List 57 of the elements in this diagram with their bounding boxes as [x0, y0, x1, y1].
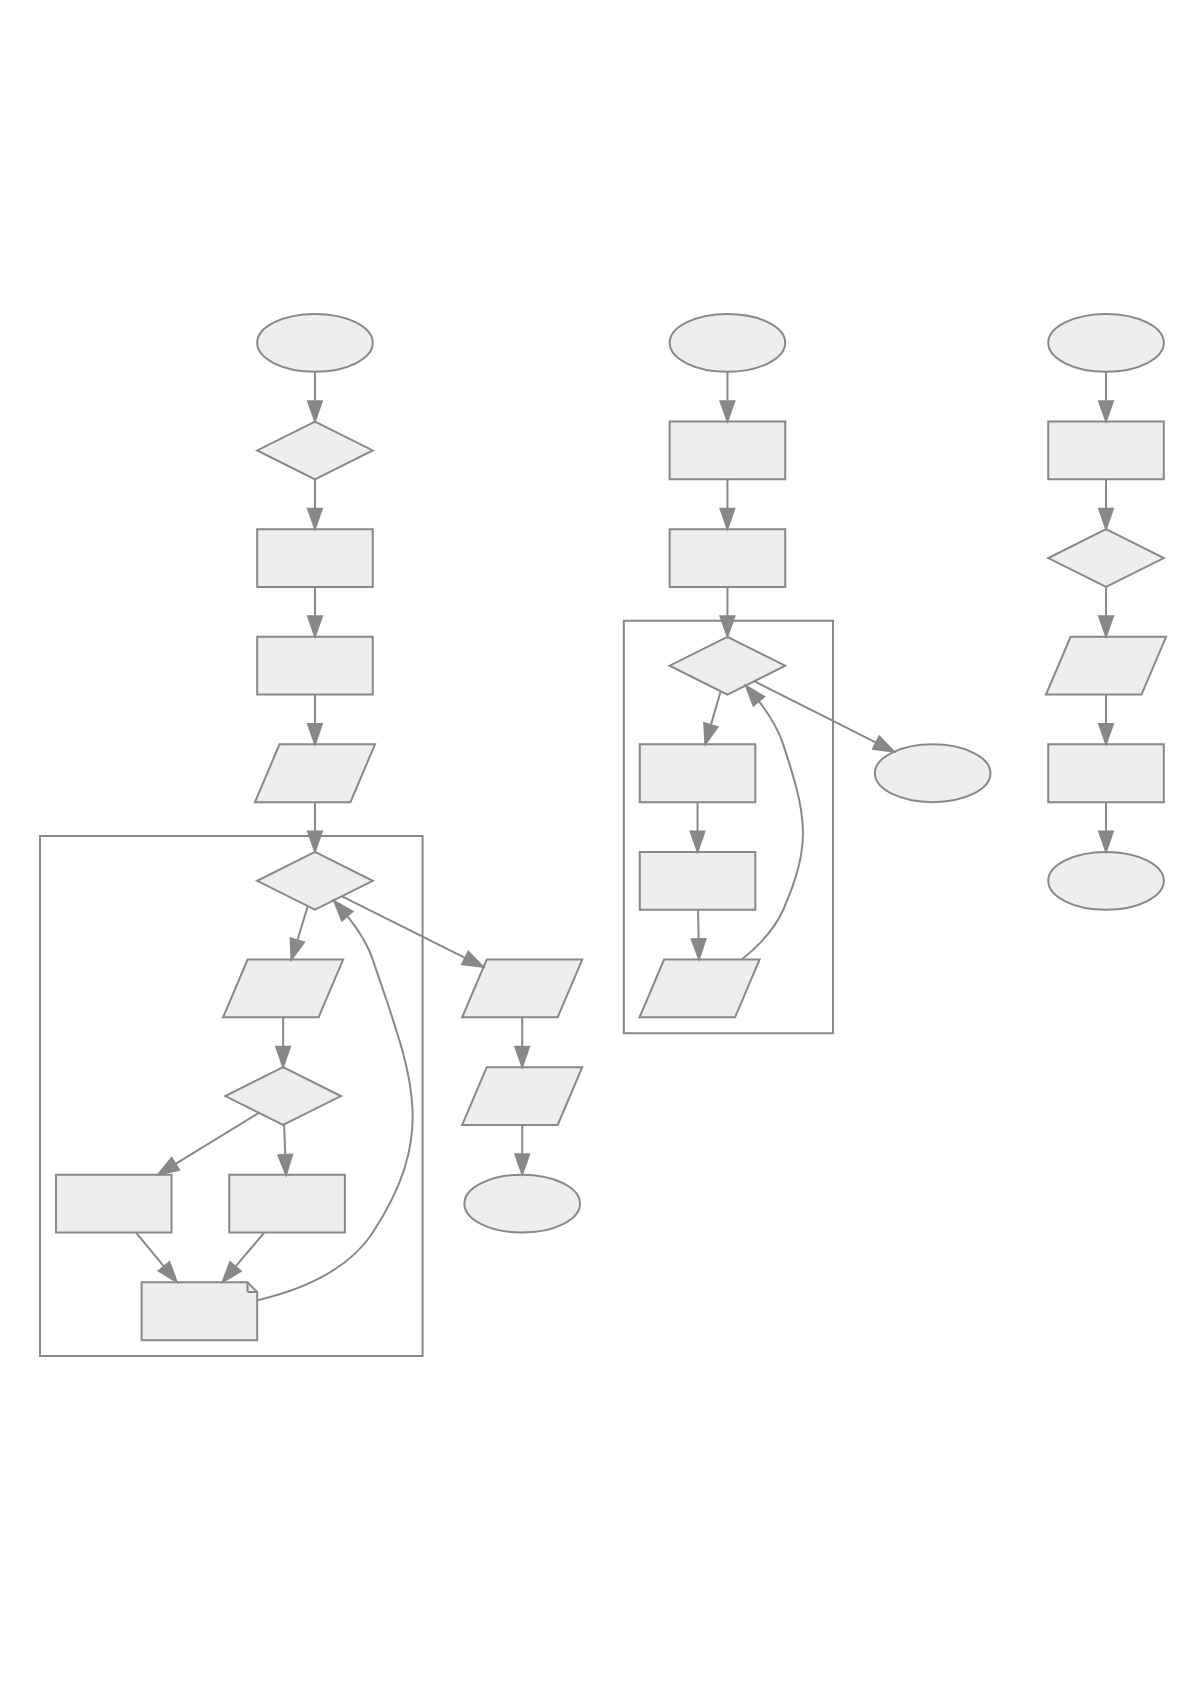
- node-diamond: [254, 419, 375, 480]
- arrow: [513, 1123, 531, 1177]
- node-ellipse: [1047, 849, 1165, 910]
- arrow: [256, 897, 414, 1301]
- node-box: [228, 1172, 346, 1233]
- arrow: [719, 585, 736, 639]
- node-diamond: [1046, 527, 1167, 588]
- arrow: [719, 477, 736, 531]
- node-parallelogram: [638, 957, 762, 1018]
- node-ellipse: [256, 311, 374, 372]
- cluster: [39, 834, 424, 1357]
- arrow: [1097, 370, 1115, 424]
- arrow: [703, 689, 722, 747]
- arrow: [306, 692, 324, 746]
- node-box: [1047, 419, 1165, 480]
- arrow: [1097, 477, 1115, 531]
- arrow: [753, 679, 897, 753]
- node-parallelogram: [1044, 634, 1168, 695]
- arrow: [155, 1110, 260, 1175]
- node-ellipse: [668, 311, 787, 372]
- arrow: [1097, 800, 1115, 854]
- node-box: [1047, 742, 1165, 803]
- node-box: [256, 634, 374, 695]
- cluster: [622, 618, 835, 1034]
- arrow: [513, 1015, 531, 1069]
- node-parallelogram: [253, 742, 377, 803]
- node-box: [638, 742, 757, 803]
- arrow: [274, 1015, 292, 1069]
- node-box: [668, 527, 787, 587]
- node-box: [638, 849, 757, 910]
- node-box: [256, 527, 374, 587]
- node-box: [668, 419, 787, 480]
- arrow: [690, 908, 707, 962]
- arrow: [719, 370, 736, 424]
- arrow: [289, 904, 309, 962]
- arrow: [341, 894, 486, 968]
- node-parallelogram: [221, 957, 345, 1018]
- arrow: [306, 585, 324, 639]
- node-diamond: [223, 1065, 344, 1126]
- arrow: [306, 370, 324, 424]
- arrow: [135, 1230, 179, 1284]
- arrow: [740, 682, 804, 960]
- node-diamond: [667, 634, 788, 695]
- node-parallelogram: [460, 1065, 584, 1125]
- node-ellipse: [463, 1172, 581, 1233]
- arrow: [276, 1122, 294, 1177]
- arrow: [689, 800, 706, 854]
- arrow: [306, 477, 324, 531]
- arrow: [1097, 692, 1115, 746]
- node-box: [54, 1172, 173, 1233]
- node-ellipse: [873, 742, 992, 803]
- arrow: [1097, 585, 1115, 639]
- arrow: [220, 1230, 266, 1284]
- node-parallelogram: [460, 957, 584, 1018]
- node-ellipse: [1047, 311, 1165, 372]
- node-diamond: [254, 849, 375, 910]
- arrow: [306, 800, 324, 854]
